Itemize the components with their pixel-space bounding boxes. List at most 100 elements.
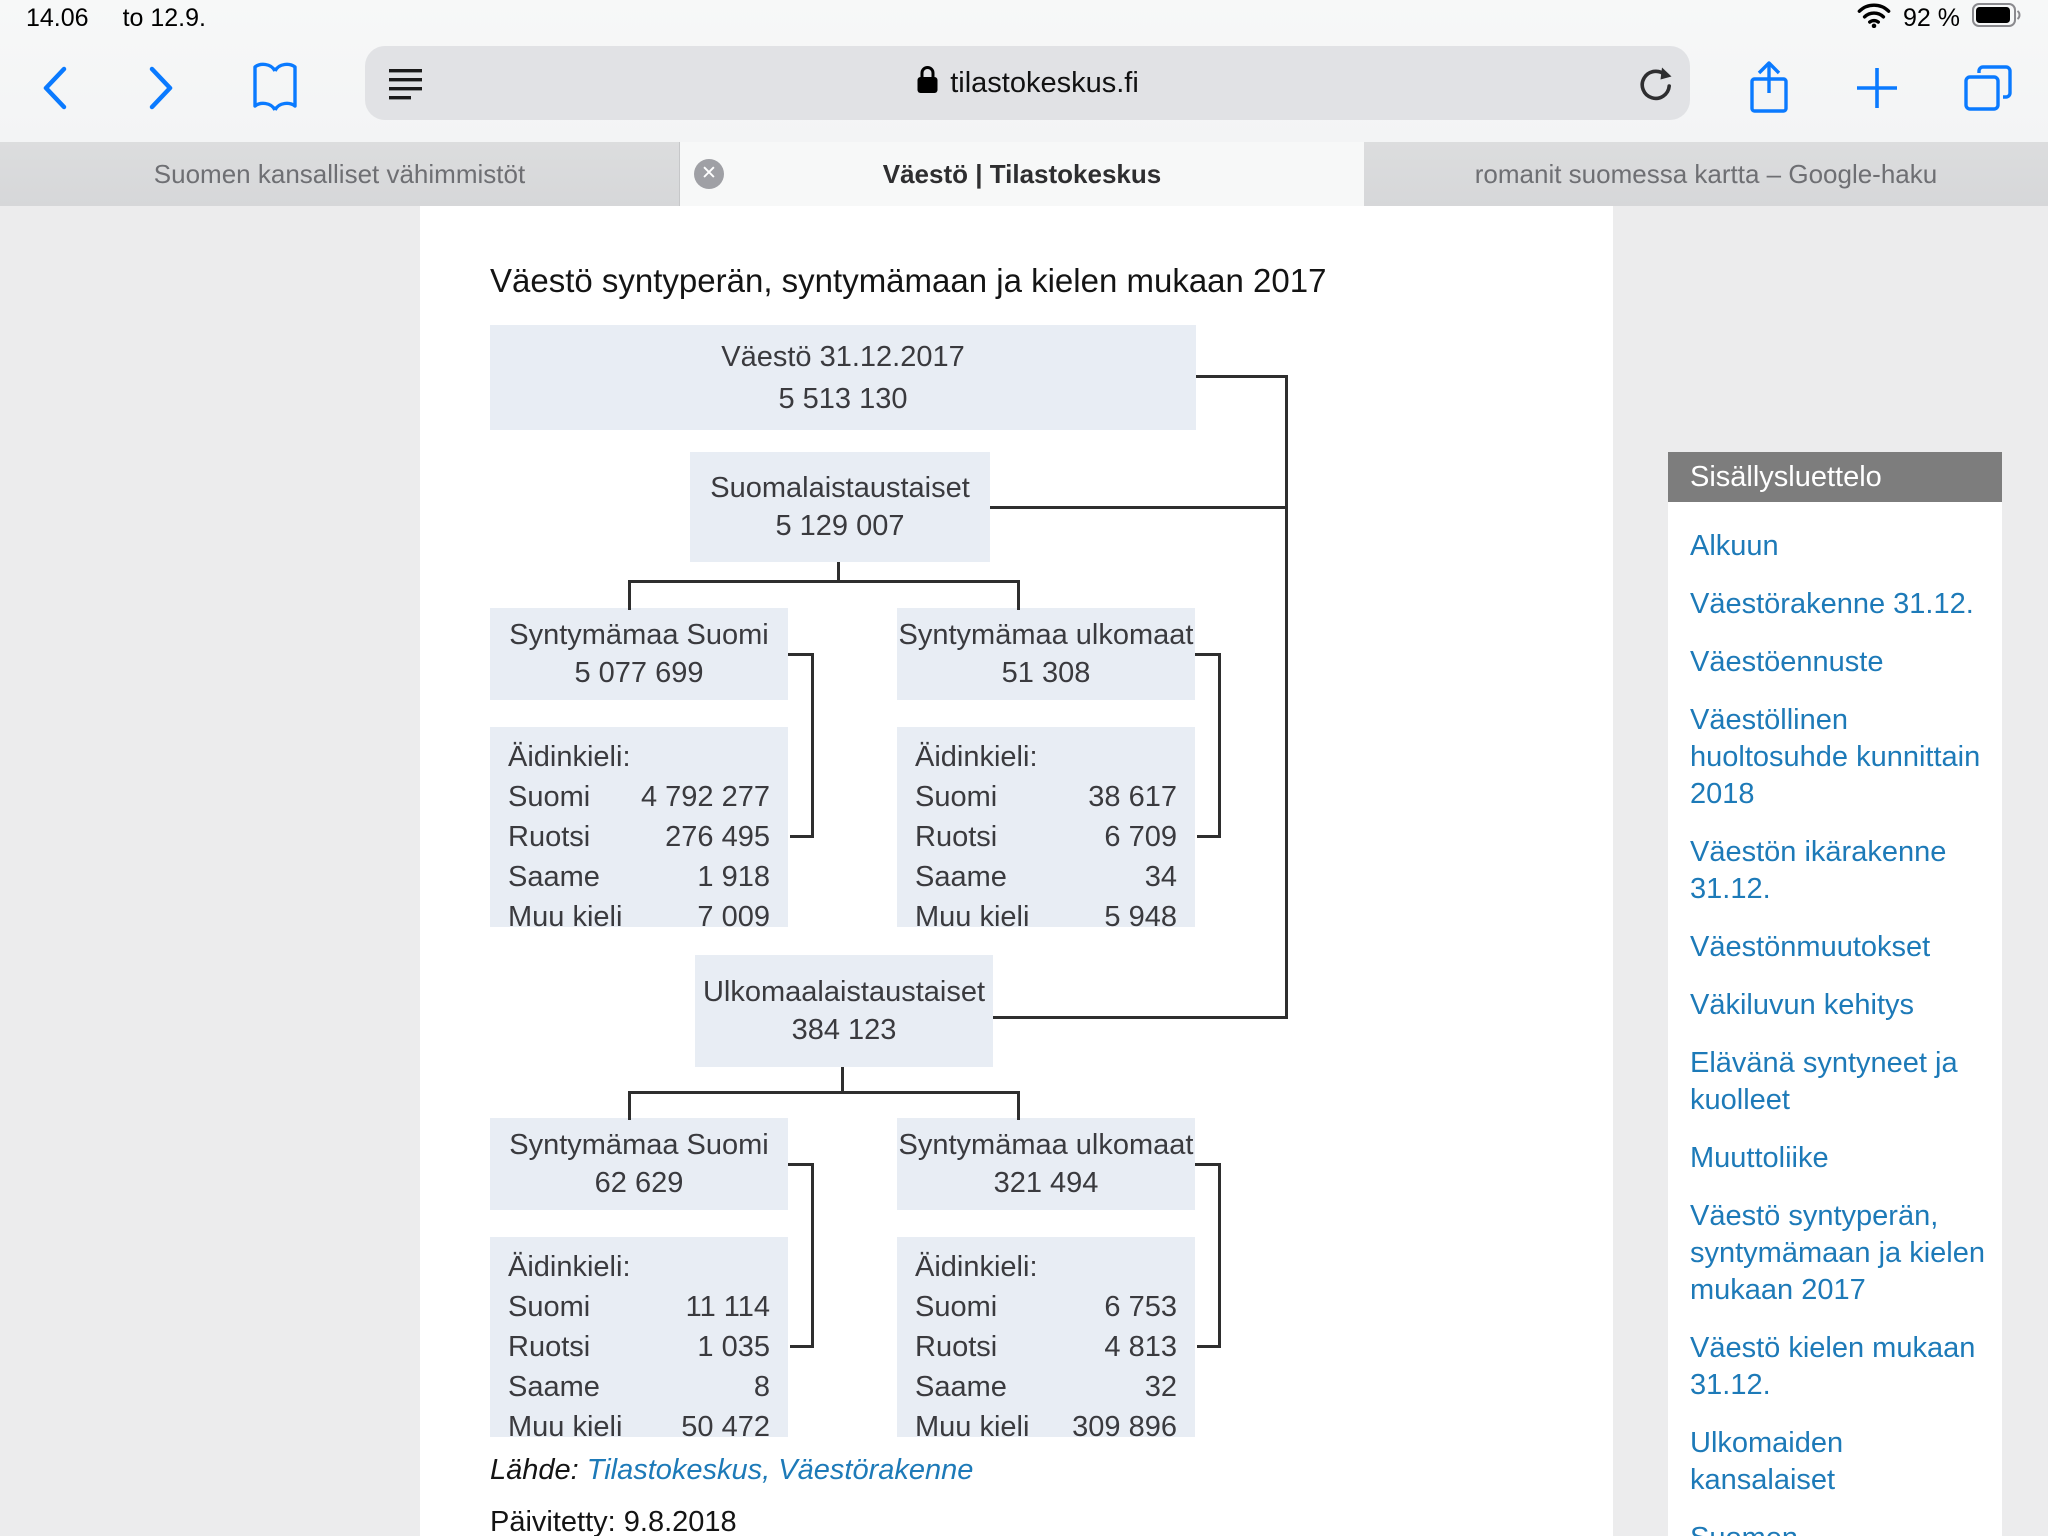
page-title: Väestö syntyperän, syntymämaan ja kielen… [490,262,1327,299]
box-value: 5 077 699 [574,657,704,689]
toc-link[interactable]: Väestö syntyperän, syntymämaan ja kielen… [1690,1200,1985,1306]
share-button[interactable] [1746,59,1792,117]
source-label: Lähde: [490,1454,579,1486]
diagram-box-ulkomaalaistaustaiset: Ulkomaalaistaustaiset 384 123 [695,955,993,1067]
language-label: Suomi [508,1291,591,1323]
tab-bar: Suomen kansalliset vähimmistöt ✕ Väestö … [0,142,2048,206]
clock: 14.06 [26,3,89,32]
toc-link[interactable]: Väestönmuutokset [1690,931,1931,963]
connector-line [1195,1163,1221,1166]
bookmarks-icon[interactable] [250,61,300,115]
battery-percent: 92 % [1903,3,1960,32]
box-title: Syntymämaa ulkomaat [898,619,1194,651]
connector-line [1218,1163,1221,1348]
connector-line [993,1016,1285,1019]
box-value: 5 513 130 [778,382,908,415]
tab-google-search[interactable]: romanit suomessa kartta – Google-haku [1364,142,2048,206]
language-label: Ruotsi [915,1331,998,1363]
diagram-box-suomalaistaustaiset: Suomalaistaustaiset 5 129 007 [690,452,990,562]
updated-line: Päivitetty: 9.8.2018 [490,1506,737,1536]
language-row: Ruotsi 4 813 [915,1327,1177,1367]
language-value: 4 792 277 [640,781,770,813]
toolbar: tilastokeskus.fi [0,34,2048,142]
back-button[interactable] [38,62,72,114]
language-value: 7 009 [697,901,770,933]
language-value: 34 [1144,861,1177,893]
toc-link[interactable]: Alkuun [1690,530,1779,562]
toc-link[interactable]: Ulkomaiden kansalaiset [1690,1427,1844,1496]
connector-line [1197,1345,1221,1348]
toc-link[interactable]: Väestörakenne 31.12. [1690,588,1974,620]
reload-button[interactable] [1636,66,1672,107]
language-label: Ruotsi [915,821,998,853]
language-value: 8 [753,1371,770,1403]
connector-line [1017,1091,1020,1120]
reader-mode-icon[interactable] [387,67,425,106]
language-value: 32 [1144,1371,1177,1403]
page-content: Väestö syntyperän, syntymämaan ja kielen… [0,206,2048,1536]
connector-line [811,653,814,838]
diagram-box-group-1: Syntymämaa ulkomaat 51 308 [897,608,1195,700]
lock-icon [916,64,939,103]
close-tab-icon[interactable]: ✕ [694,159,724,189]
toc-link[interactable]: Väestöennuste [1690,646,1884,678]
box-value: 5 129 007 [775,510,905,542]
toc-link[interactable]: Väestöllinen huoltosuhde kunnittain 2018 [1690,704,1981,810]
connector-line [788,653,814,656]
language-row: Suomi 4 792 277 [508,777,770,817]
connector-line [1218,653,1221,838]
connector-line [1197,835,1221,838]
source-link[interactable]: Tilastokeskus, Väestörakenne [586,1454,974,1486]
connector-line [628,1091,1020,1094]
language-label: Suomi [915,1291,998,1323]
language-value: 6 709 [1104,821,1177,853]
box-title: Syntymämaa ulkomaat [898,1129,1194,1161]
language-header: Äidinkieli: [915,741,1038,773]
language-row: Ruotsi 6 709 [915,817,1177,857]
tab-vaesto-tilastokeskus[interactable]: ✕ Väestö | Tilastokeskus [680,142,1364,206]
wifi-icon [1857,2,1891,35]
forward-button[interactable] [144,62,178,114]
connector-line [790,1345,814,1348]
tab-label: Väestö | Tilastokeskus [882,158,1162,189]
language-label: Suomi [508,781,591,813]
box-title: Syntymämaa Suomi [509,619,769,651]
connector-line [790,835,814,838]
connector-line [841,1067,844,1093]
tab-label: romanit suomessa kartta – Google-haku [1474,158,1938,189]
language-label: Ruotsi [508,1331,591,1363]
toc-link[interactable]: Muuttoliike [1690,1142,1829,1174]
connector-line [1195,653,1221,656]
box-value: 321 494 [993,1167,1099,1199]
source-line: Lähde: Tilastokeskus, Väestörakenne [490,1454,973,1487]
language-label: Muu kieli [915,1411,1030,1443]
diagram-box-group-2: Syntymämaa Suomi 62 629 [490,1118,788,1210]
language-label: Saame [508,861,600,893]
toc-link[interactable]: Väestö kielen mukaan 31.12. [1690,1332,1976,1401]
new-tab-button[interactable] [1854,65,1900,111]
toc-link[interactable]: Elävänä syntyneet ja kuolleet [1690,1047,1958,1116]
connector-line [811,1163,814,1348]
language-header: Äidinkieli: [508,741,631,773]
tab-label: Suomen kansalliset vähimmistöt [153,158,526,189]
toc-header: Sisällysluettelo [1668,452,2002,502]
language-label: Muu kieli [508,901,623,933]
toc-link[interactable]: Suomen kansalaisuuden saaneet ulkomaalai… [1690,1520,1992,1536]
box-title: Suomalaistaustaiset [710,472,970,504]
diagram-box-group-0: Syntymämaa Suomi 5 077 699 [490,608,788,700]
box-title: Väestö 31.12.2017 [721,340,965,373]
tabs-overview-button[interactable] [1962,63,2014,113]
language-value: 50 472 [681,1411,770,1443]
toc-link[interactable]: Väestön ikärakenne 31.12. [1690,836,1947,905]
toc-link[interactable]: Väkiluvun kehitys [1690,989,1915,1021]
language-header: Äidinkieli: [508,1251,631,1283]
address-bar[interactable]: tilastokeskus.fi [365,46,1690,120]
language-value: 4 813 [1104,1331,1177,1363]
tab-suomen-kansalliset[interactable]: Suomen kansalliset vähimmistöt [0,142,680,206]
